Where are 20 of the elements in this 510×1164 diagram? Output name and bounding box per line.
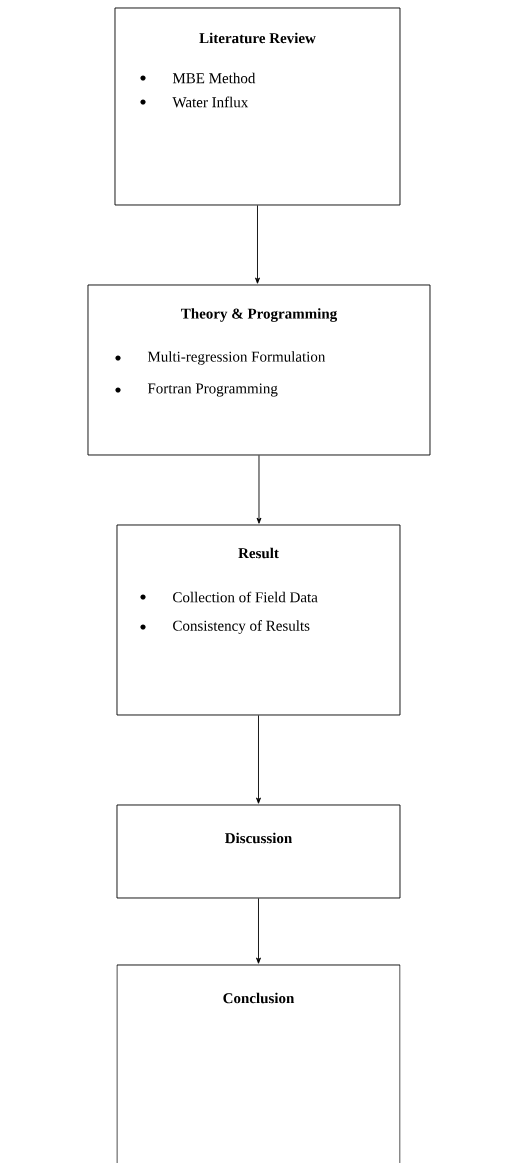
box-heading: Discussion xyxy=(225,832,292,844)
process-box xyxy=(116,524,401,716)
bullet-item: Multi-regression Formulation xyxy=(115,351,326,365)
box-heading: Conclusion xyxy=(223,992,295,1004)
bullet-item: MBE Method xyxy=(140,72,256,84)
process-box xyxy=(87,284,431,456)
bullet-item: Fortran Programming xyxy=(115,383,278,397)
bullet-item: Consistency of Results xyxy=(140,620,310,634)
box-heading: Result xyxy=(238,547,279,559)
box-heading: Theory & Programming xyxy=(181,308,338,322)
process-box xyxy=(116,964,401,1164)
arrow xyxy=(256,455,262,524)
arrow xyxy=(256,715,261,804)
process-box xyxy=(116,804,401,899)
bullet-item: Collection of Field Data xyxy=(140,591,318,603)
process-box xyxy=(114,7,401,206)
bullet-item: Water Influx xyxy=(140,96,249,108)
arrow xyxy=(256,898,261,964)
box-heading: Literature Review xyxy=(199,32,316,44)
arrow xyxy=(255,205,260,284)
